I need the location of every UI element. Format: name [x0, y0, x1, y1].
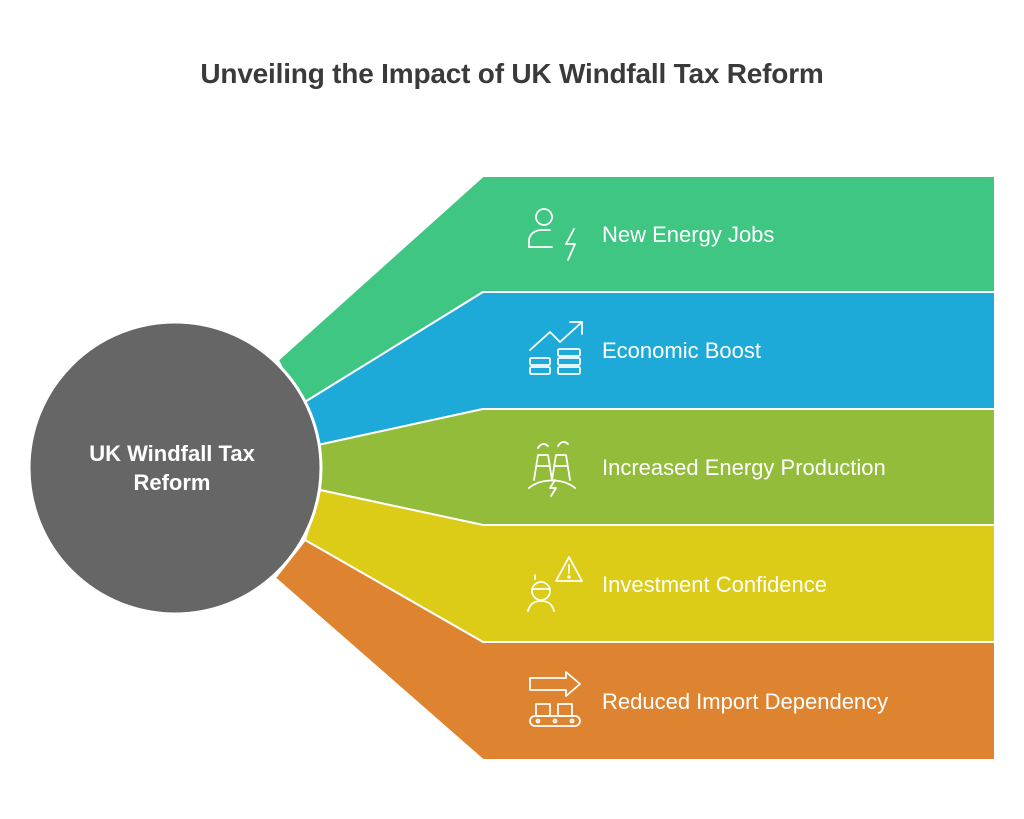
- branch-label-economic-boost: Economic Boost: [602, 338, 761, 363]
- hub-circle: [27, 320, 323, 616]
- branch-label-investment-confidence: Investment Confidence: [602, 572, 827, 597]
- hub-label-line-1: UK Windfall Tax: [89, 441, 255, 466]
- power-plant-icon: [528, 441, 576, 497]
- conveyor-import-icon: [529, 671, 581, 727]
- growth-coins-icon: [529, 321, 583, 375]
- branch-label-reduced-import-dependency: Reduced Import Dependency: [602, 689, 888, 714]
- branch-reduced-import-dependency: Reduced Import Dependency: [273, 538, 996, 761]
- hub: UK Windfall Tax Reform: [27, 320, 323, 616]
- branch-band-reduced-import-dependency: [273, 538, 996, 761]
- worker-lightning-icon: [528, 208, 576, 261]
- branch-label-new-energy-jobs: New Energy Jobs: [602, 222, 774, 247]
- diagram-title: Unveiling the Impact of UK Windfall Tax …: [200, 58, 824, 89]
- branch-label-increased-energy-production: Increased Energy Production: [602, 455, 886, 480]
- investor-warning-icon: [527, 556, 583, 612]
- hub-label-line-2: Reform: [133, 470, 210, 495]
- branch-increased-energy-production: Increased Energy Production: [316, 408, 996, 526]
- branch-economic-boost: Economic Boost: [298, 291, 996, 447]
